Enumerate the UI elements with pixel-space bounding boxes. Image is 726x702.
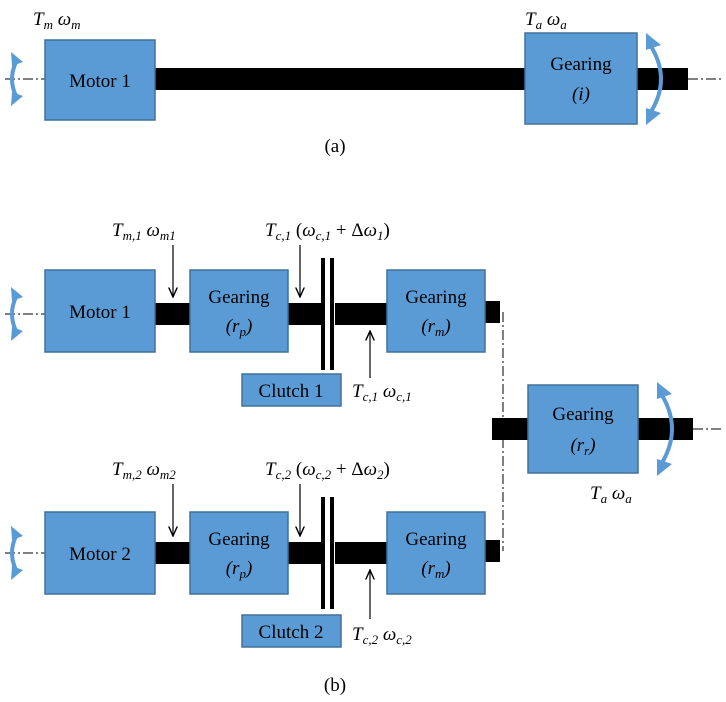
shaft-final-input xyxy=(492,418,528,440)
gearing-ratio-a: (i) xyxy=(572,84,590,105)
branch-1: Motor 1 Gearing (rp) Clutch 1 Gearing (r… xyxy=(5,220,500,407)
motor-1-label-b: Motor 1 xyxy=(69,302,131,323)
shaft-b1-output xyxy=(485,301,500,323)
clutch-2-plate-left xyxy=(321,497,325,609)
secondary-gearing-block-b1 xyxy=(386,269,486,353)
motor-torque-speed-b1: Tm,1 ωm1 xyxy=(112,220,176,243)
motor-torque-speed-a: Tm ωm xyxy=(33,9,81,32)
secondary-gearing-block-b2 xyxy=(386,511,486,595)
rotation-arrow-b2 xyxy=(10,526,23,580)
clutch-2-plate-right xyxy=(330,497,334,609)
motor-torque-speed-b2: Tm,2 ωm2 xyxy=(112,459,176,482)
primary-gearing-ratio-b1: (rp) xyxy=(226,316,253,339)
shaft-a-main xyxy=(155,68,525,90)
primary-gearing-block-b2 xyxy=(189,511,289,595)
motor-1-block-b xyxy=(44,269,156,353)
shaft-b1-clutch-in xyxy=(288,303,323,325)
final-gearing-label: Gearing xyxy=(552,404,614,425)
clutch-output-b2: Tc,2 ωc,2 xyxy=(352,624,412,647)
output-torque-speed-b: Ta ωa xyxy=(590,483,632,506)
shaft-b1-motor xyxy=(155,303,190,325)
clutch-2-block xyxy=(241,614,342,648)
caption-a: (a) xyxy=(324,136,345,157)
primary-gearing-label-b1: Gearing xyxy=(208,287,270,308)
shaft-b2-clutch-out xyxy=(335,542,387,564)
final-gearing-ratio: (rr) xyxy=(570,435,595,458)
motor-2-block xyxy=(44,511,156,595)
primary-gearing-block-b1 xyxy=(189,269,289,353)
branch-2: Motor 2 Gearing (rp) Clutch 2 Gearing (r… xyxy=(5,459,500,648)
clutch-1-block xyxy=(241,373,342,407)
clutch-input-b1: Tc,1 (ωc,1 + Δω1) xyxy=(265,220,390,243)
motor-2-label: Motor 2 xyxy=(69,544,131,565)
rotation-arrow-b1 xyxy=(10,287,23,341)
final-gearing-block xyxy=(527,384,639,474)
clutch-1-plate-left xyxy=(321,258,325,370)
caption-b: (b) xyxy=(324,675,346,696)
gearing-label-a: Gearing xyxy=(550,54,612,75)
part-b: Motor 1 Gearing (rp) Clutch 1 Gearing (r… xyxy=(5,220,722,696)
secondary-gearing-label-b2: Gearing xyxy=(405,529,467,550)
shaft-b2-output xyxy=(485,540,500,562)
motor-1-label-a: Motor 1 xyxy=(69,71,131,92)
combining-stage: Gearing (rr) Ta ωa xyxy=(492,312,722,551)
clutch-2-label: Clutch 2 xyxy=(259,622,324,643)
shaft-final-output xyxy=(638,418,693,440)
primary-gearing-label-b2: Gearing xyxy=(208,529,270,550)
shaft-b2-motor xyxy=(155,542,190,564)
rotation-arrow-a-left xyxy=(10,52,23,106)
clutch-output-b1: Tc,1 ωc,1 xyxy=(352,381,412,404)
output-torque-speed-a: Ta ωa xyxy=(525,9,567,32)
rotation-arrow-a-right xyxy=(646,33,663,125)
part-a: Motor 1 Gearing (i) Tm ωm Ta ωa (a) xyxy=(5,9,722,157)
motor-1-block-a xyxy=(44,39,156,121)
shaft-b1-clutch-out xyxy=(335,303,387,325)
clutch-1-plate-right xyxy=(330,258,334,370)
secondary-gearing-label-b1: Gearing xyxy=(405,287,467,308)
clutch-input-b2: Tc,2 (ωc,2 + Δω2) xyxy=(265,459,390,482)
rotation-arrow-final xyxy=(657,382,674,476)
shaft-b2-clutch-in xyxy=(288,542,323,564)
primary-gearing-ratio-b2: (rp) xyxy=(226,558,253,581)
clutch-1-label: Clutch 1 xyxy=(259,381,324,402)
gearing-block-a xyxy=(524,32,638,125)
